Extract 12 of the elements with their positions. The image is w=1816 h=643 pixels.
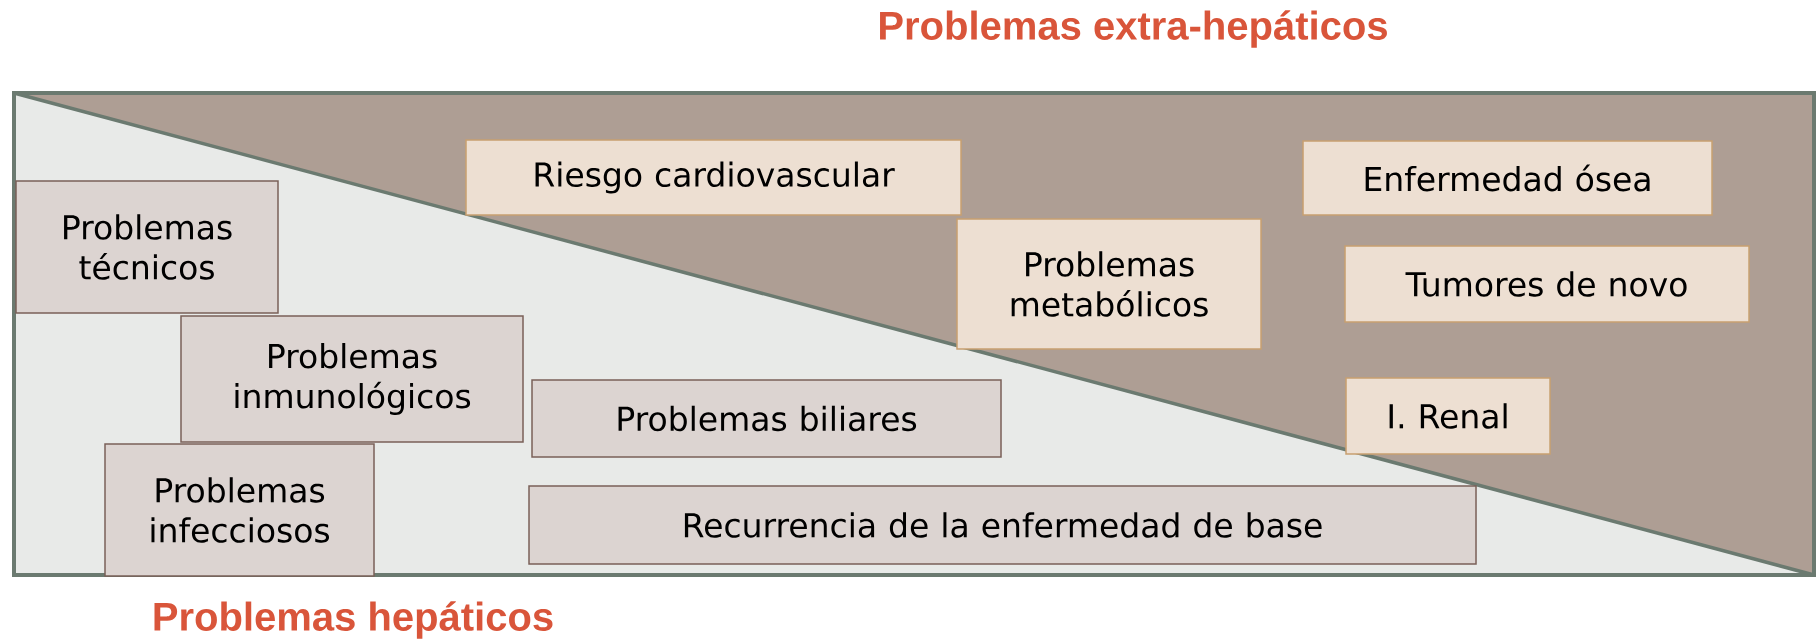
text-box: Tumores de novo	[1344, 245, 1750, 323]
region-title: Problemas hepáticos	[154, 601, 553, 639]
text-box: Problemas infecciosos	[104, 443, 375, 577]
region-title: Problemas extra-hepáticos	[880, 10, 1387, 48]
text-box: Problemas inmunológicos	[180, 315, 524, 443]
text-box: Problemas biliares	[531, 379, 1002, 458]
text-box: Recurrencia de la enfermedad de base	[528, 485, 1477, 565]
text-box: Problemas metabólicos	[956, 218, 1262, 350]
text-box: I. Renal	[1345, 377, 1551, 455]
text-box: Riesgo cardiovascular	[465, 139, 962, 216]
text-box: Problemas técnicos	[15, 180, 279, 314]
text-box: Enfermedad ósea	[1302, 140, 1713, 216]
